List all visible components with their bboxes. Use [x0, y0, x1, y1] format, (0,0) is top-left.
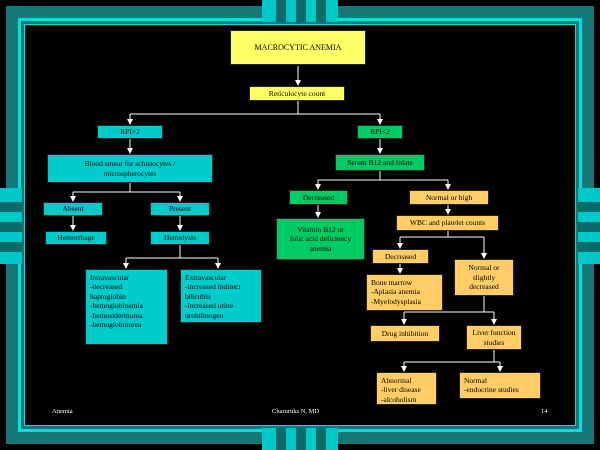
footer-topic: Anemia	[52, 408, 73, 415]
vitamin-deficiency-box: Vitamin B12 or folic acid deficiency ane…	[276, 218, 365, 260]
arrow-wbc-split	[400, 231, 484, 238]
left-tab-stripe	[0, 242, 22, 252]
top-tab-stripe	[316, 0, 326, 22]
arrow-reticulocyte-split	[130, 101, 380, 115]
serum-b12-folate-box: Serum B12 and folate	[335, 154, 425, 171]
arrow-smear-split	[73, 183, 180, 193]
arrow-b12-split	[318, 171, 448, 181]
title-box: MACROCYTIC ANEMIA	[230, 30, 366, 65]
normal-or-high-box: Normal or high	[409, 190, 489, 205]
bottom-tab-stripe	[276, 428, 286, 450]
right-tab-stripe	[578, 202, 600, 212]
arrow-normal-slight-split	[404, 296, 494, 313]
normal-endocrine-box: Normal -endocrine studies	[459, 372, 541, 399]
bottom-tab-stripe	[296, 428, 306, 450]
hemolysis-box: Hemolysis	[150, 231, 210, 245]
left-tab-stripe	[0, 202, 22, 212]
right-tab-stripe	[578, 242, 600, 252]
left-tab-stripe	[0, 222, 22, 232]
arrow-liver-split	[404, 350, 500, 363]
page-number: 14	[541, 408, 548, 415]
hemorrhage-box: Hemorrhage	[45, 231, 107, 245]
absent-box: Absent	[43, 202, 103, 216]
decreased-box: Decreased	[289, 190, 348, 205]
intravascular-box: Intravascular -decreased haptoglobin -he…	[85, 269, 168, 345]
top-tab-stripe	[276, 0, 286, 22]
rpi-high-box: RPI>2	[97, 125, 163, 139]
liver-function-box: Liver function studies	[466, 325, 522, 350]
top-tab-stripe	[296, 0, 306, 22]
present-box: Present	[150, 202, 210, 216]
rpi-low-box: RPI<2	[357, 125, 403, 139]
normal-slightly-decreased-box: Normal or slightly decreased	[454, 259, 514, 296]
arrow-hemolysis-split	[126, 245, 218, 259]
footer-author: Charuruks N, MD	[272, 408, 320, 415]
abnormal-box: Abnormal -liver disease -alcoholism	[376, 372, 437, 405]
drug-inhibition-box: Drug inhibition	[370, 325, 440, 342]
extravascular-box: Extravascular -increased indirect biliru…	[180, 269, 262, 323]
reticulocyte-count-box: Reticulocyte count	[249, 86, 345, 101]
bone-marrow-box: Bone marrow -Aplasia anemia -Myelodyspla…	[366, 274, 443, 311]
bottom-tab-stripe	[316, 428, 326, 450]
decreased-counts-box: Decreased	[372, 249, 429, 264]
wbc-platelet-counts-box: WBC and platelet counts	[396, 215, 499, 231]
blood-smear-box: Blood smear for schistocytes / microsphe…	[47, 154, 213, 183]
right-tab-stripe	[578, 222, 600, 232]
